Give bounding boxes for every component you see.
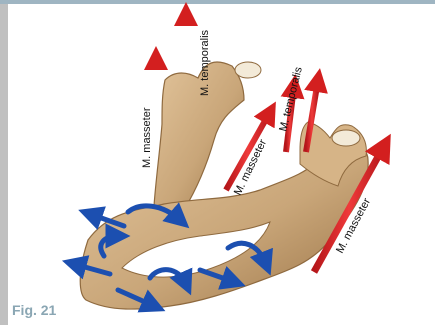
label-temporalis-right: M. temporalis: [277, 65, 305, 132]
figure-caption: Fig. 21: [12, 302, 56, 318]
label-temporalis-left: M. temporalis: [199, 29, 211, 96]
label-masseter-left: M. masseter: [141, 107, 153, 168]
mandible-bone: [80, 62, 368, 309]
